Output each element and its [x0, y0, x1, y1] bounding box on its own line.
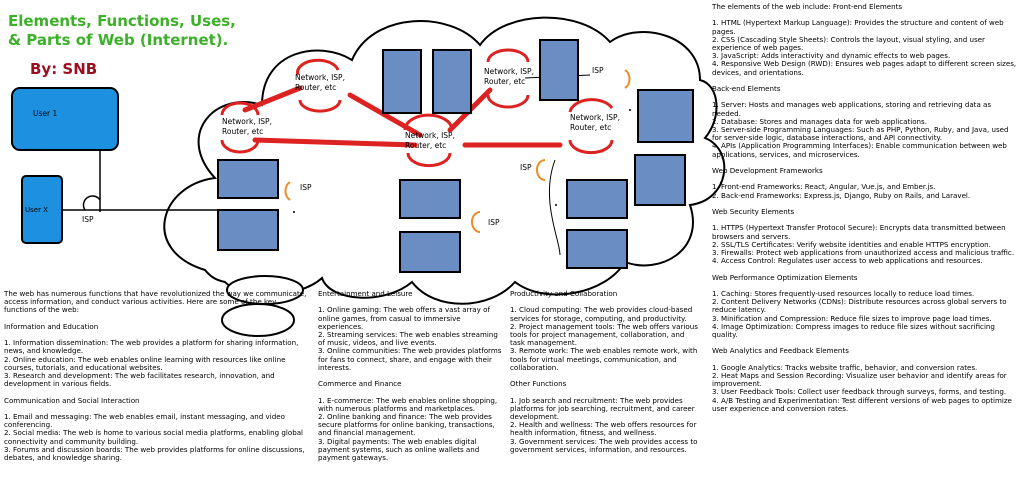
list-item: 2. Database: Stores and manages data for… — [712, 116, 927, 126]
router-label-1-l2: Router, etc — [222, 127, 263, 136]
router-label-4-l1: Network, ISP, — [484, 67, 534, 76]
list-item: 2. Content Delivery Networks (CDNs): Dis… — [712, 297, 1009, 315]
user1-box — [11, 87, 119, 151]
list-item: 1. Email and messaging: The web enables … — [4, 411, 288, 430]
list-item: 2. Project management tools: The web off… — [510, 321, 701, 348]
section-heading: The elements of the web include: Front-e… — [712, 2, 903, 11]
list-item: 2. Social media: The web is home to vari… — [4, 428, 306, 446]
list-item: 3. Forums and discussion boards: The web… — [4, 444, 307, 462]
section-heading: Web Security Elements — [712, 206, 795, 216]
list-item: 3. Minification and Compression: Reduce … — [712, 313, 992, 323]
section-heading: Web Analytics and Feedback Elements — [712, 346, 849, 356]
list-item: 4. APIs (Application Programming Interfa… — [712, 141, 1010, 159]
section-heading: Entertainment and Leisure — [318, 289, 413, 298]
list-item: 2. Back-end Frameworks: Express.js, Djan… — [712, 190, 971, 200]
isp-label-right: ISP — [520, 163, 532, 172]
section-heading: Productivity and Collaboration — [510, 289, 618, 298]
section-heading: Web Development Frameworks — [712, 166, 823, 175]
section-heading: Commerce and Finance — [318, 379, 402, 389]
user-devices — [11, 87, 119, 244]
list-item: 1. Front-end Frameworks: React, Angular,… — [712, 182, 936, 192]
user1-label: User 1 — [33, 109, 57, 118]
section-heading: Web Performance Optimization Elements — [712, 272, 858, 282]
isp-label-right-top: ISP — [592, 66, 604, 75]
functions-column-1: The web has numerous functions that have… — [4, 289, 311, 462]
list-item: 4. Responsive Web Design (RWD): Ensures … — [712, 59, 1019, 77]
router-label-2-l1: Network, ISP, — [295, 73, 345, 82]
list-item: 3. Remote work: The web enables remote w… — [510, 346, 700, 372]
server-boxes — [217, 39, 694, 273]
list-item: 1. HTML (Hypertext Markup Language): Pro… — [712, 18, 1006, 36]
dots — [293, 109, 631, 213]
list-item: 3. JavaScript: Adds interactivity and dy… — [712, 51, 951, 61]
list-item: 2. Online banking and finance: The web p… — [318, 412, 498, 438]
list-item: 4. Image Optimization: Compress images t… — [712, 321, 998, 339]
list-item: 1. Job search and recruitment: The web p… — [510, 395, 697, 421]
userx-label: User X — [25, 206, 48, 214]
list-item: 2. Heat Maps and Session Recording: Visu… — [712, 370, 1009, 389]
list-item: 1. HTTPS (Hypertext Transfer Protocol Se… — [712, 223, 1008, 241]
router-symbols — [220, 48, 614, 168]
list-item: 1. Caching: Stores frequently-used resou… — [712, 288, 975, 298]
diagram-labels: User 1 User X ISP ISP ISP ISP ISP Networ… — [25, 66, 620, 227]
user-connection-lines — [62, 150, 220, 212]
intro-paragraph: The web has numerous functions that have… — [4, 289, 309, 315]
list-item: 3. Research and development: The web fac… — [4, 371, 277, 389]
section-heading: Information and Education — [4, 321, 99, 331]
router-label-5-l1: Network, ISP, — [570, 113, 620, 122]
functions-column-3: Productivity and Collaboration 1. Cloud … — [510, 289, 701, 454]
isp-label-mid: ISP — [488, 218, 500, 227]
list-item: 2. CSS (Cascading Style Sheets): Control… — [712, 34, 988, 52]
list-item: 3. Firewalls: Protect web applications f… — [712, 247, 1015, 257]
thought-bubbles — [221, 275, 304, 337]
elements-column: The elements of the web include: Front-e… — [712, 2, 1019, 413]
router-label-2-l2: Router, etc — [295, 83, 336, 92]
router-label-5-l2: Router, etc — [570, 123, 611, 132]
functions-column-2: Entertainment and Leisure 1. Online gami… — [318, 289, 504, 463]
router-label-4-l2: Router, etc — [484, 77, 525, 86]
section-heading: Other Functions — [510, 379, 567, 389]
list-item: 4. A/B Testing and Experimentation: Test… — [712, 395, 1015, 413]
list-item: 1. E-commerce: The web enables online sh… — [318, 395, 500, 413]
list-item: 3. Server-side Programming Languages: Su… — [712, 125, 1011, 143]
list-item: 4. Access Control: Regulates user access… — [712, 256, 983, 266]
section-heading: Back-end Elements — [712, 84, 781, 93]
isp-symbols — [284, 69, 631, 233]
page-title-line1: Elements, Functions, Uses, — [8, 12, 236, 30]
list-item: 2. Online education: The web enables onl… — [4, 354, 288, 372]
section-heading: Communication and Social Interaction — [4, 395, 140, 405]
page-title: Elements, Functions, Uses, & Parts of We… — [8, 12, 298, 50]
isp-label-left: ISP — [300, 183, 312, 192]
list-item: 3. Online communities: The web provides … — [318, 346, 504, 372]
list-item: 2. SSL/TLS Certificates: Verify website … — [712, 239, 991, 249]
router-label-3-l2: Router, etc — [405, 141, 446, 150]
author-byline: By: SNB — [30, 60, 98, 78]
list-item: 2. Streaming services: The web enables s… — [318, 330, 501, 348]
list-item: 1. Google Analytics: Tracks website traf… — [712, 362, 978, 372]
list-item: 1. Server: Hosts and manages web applica… — [712, 100, 994, 118]
list-item: 1. Information dissemination: The web pr… — [4, 338, 301, 356]
list-item: 2. Health and wellness: The web offers r… — [510, 420, 699, 438]
list-item: 1. Online gaming: The web offers a vast … — [318, 305, 493, 331]
list-item: 3. Government services: The web provides… — [510, 436, 700, 454]
list-item: 3. User Feedback Tools: Collect user fee… — [712, 387, 1007, 397]
list-item: 1. Cloud computing: The web provides clo… — [510, 305, 695, 323]
router-label-1-l1: Network, ISP, — [222, 117, 272, 126]
list-item: 3. Digital payments: The web enables dig… — [318, 436, 482, 463]
isp-label-user: ISP — [82, 215, 94, 224]
router-label-3-l1: Network, ISP, — [405, 131, 455, 140]
page-title-line2: & Parts of Web (Internet). — [8, 31, 229, 49]
